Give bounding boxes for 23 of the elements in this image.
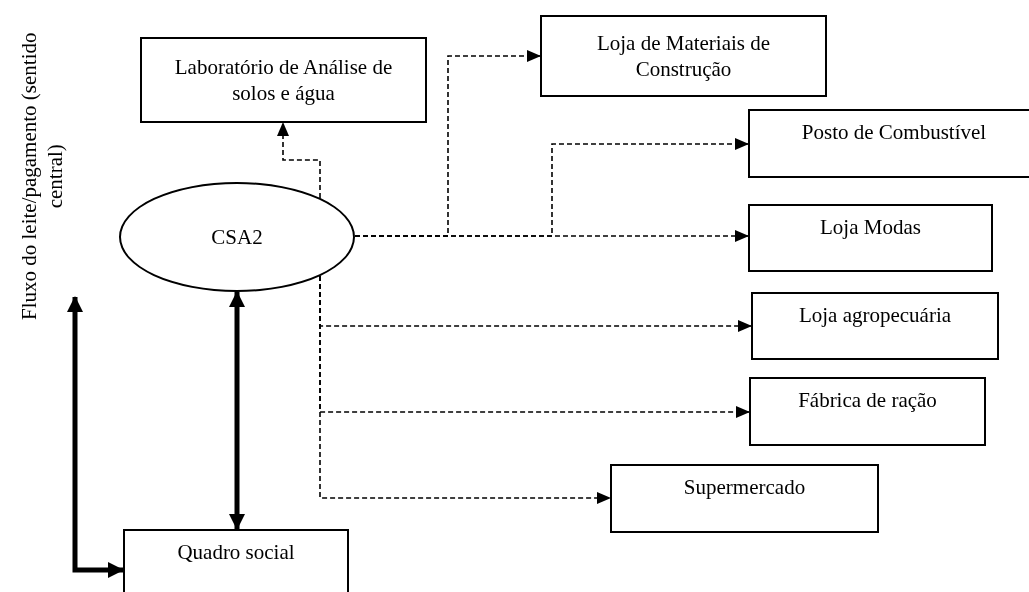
flow-note: Fluxo do leite/pagamento (sentido central) xyxy=(15,6,69,347)
node-label: Supermercado xyxy=(683,474,806,501)
arrow xyxy=(354,230,749,242)
node-label: Loja agropecuária xyxy=(798,302,952,329)
process-box xyxy=(140,37,427,123)
process-box xyxy=(748,109,1029,178)
node-label: CSA2 xyxy=(211,223,263,251)
arrow xyxy=(319,275,611,504)
node-label: Quadro social xyxy=(177,539,295,566)
node-label: Fábrica de ração xyxy=(798,387,937,414)
process-box xyxy=(123,529,349,592)
process-box xyxy=(748,204,993,272)
process-box xyxy=(749,377,986,446)
process-box xyxy=(751,292,999,360)
arrow xyxy=(229,291,245,530)
process-box xyxy=(610,464,879,533)
node-label: Loja Modas xyxy=(820,214,921,241)
process-box xyxy=(540,15,827,97)
node-label: Laboratório de Análise de solos e água xyxy=(173,53,394,107)
arrow xyxy=(277,122,321,199)
node-label: Posto de Combustível xyxy=(801,119,987,146)
node-label: Loja de Materiais de Construção xyxy=(595,29,772,83)
arrow xyxy=(67,296,124,578)
